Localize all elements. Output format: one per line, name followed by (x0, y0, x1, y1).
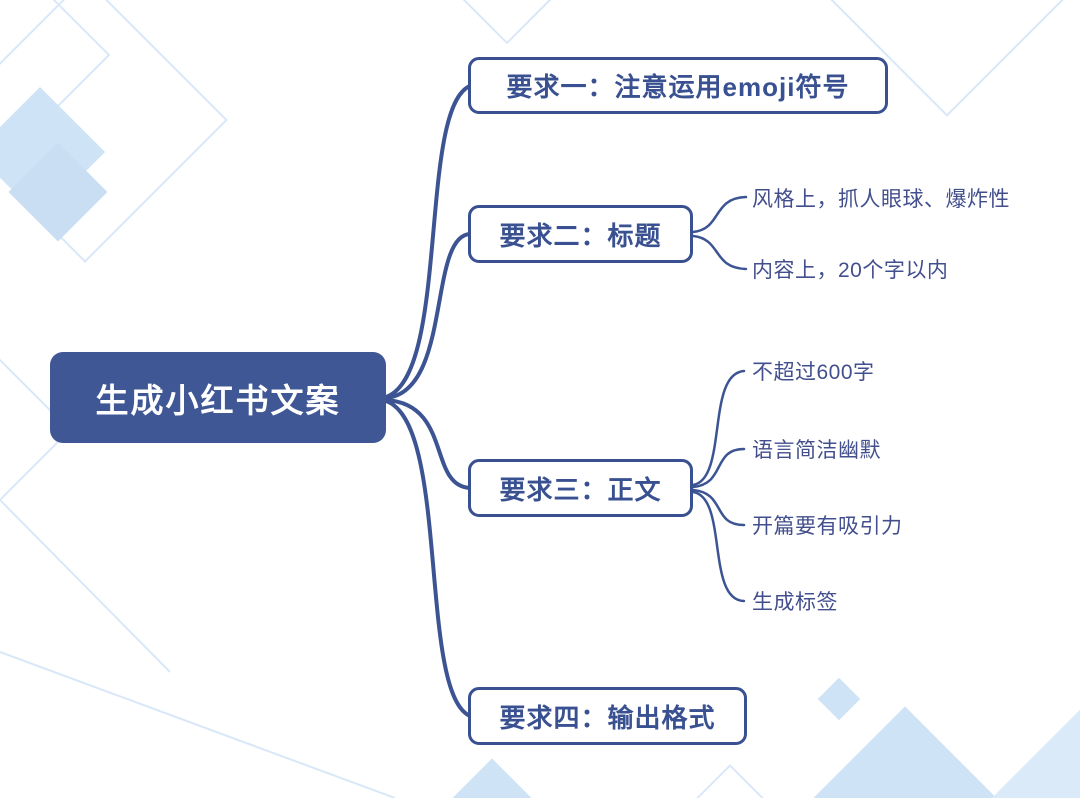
deco-diamond-outline (420, 0, 594, 45)
leaf-node-title-style[interactable]: 风格上，抓人眼球、爆炸性 (752, 188, 1010, 211)
deco-diamond-fill (8, 142, 108, 242)
leaf-node-body-tone[interactable]: 语言简洁幽默 (752, 439, 881, 462)
leaf-node-body-length[interactable]: 不超过600字 (752, 361, 875, 384)
deco-diamond-fill (766, 706, 1044, 798)
leaf-node-body-opening[interactable]: 开篇要有吸引力 (752, 515, 903, 538)
deco-diamond-outline (0, 0, 111, 156)
connector-branch3-leaf4 (691, 490, 746, 603)
deco-diamond-outline (818, 0, 1076, 117)
deco-line (0, 499, 171, 673)
connector-root-branch2 (384, 232, 472, 400)
deco-line (0, 651, 396, 798)
branch-node-requirement-4[interactable]: 要求四：输出格式 (468, 687, 747, 745)
connector-branch3-leaf3 (691, 488, 746, 527)
branch-node-requirement-2[interactable]: 要求二：标题 (468, 205, 693, 263)
connector-branch3-leaf2 (691, 447, 746, 489)
deco-diamond-fill (961, 707, 1080, 798)
connector-branch3-leaf1 (691, 369, 746, 487)
connector-branch2-leaf1 (691, 195, 748, 234)
deco-diamond-outline (0, 343, 72, 517)
connector-root-branch1 (384, 84, 472, 399)
branch-node-requirement-3[interactable]: 要求三：正文 (468, 459, 693, 517)
root-node[interactable]: 生成小红书文案 (50, 352, 386, 443)
leaf-node-body-tags[interactable]: 生成标签 (752, 591, 838, 614)
connector-branch2-leaf2 (691, 234, 748, 271)
leaf-node-title-length[interactable]: 内容上，20个字以内 (752, 259, 949, 282)
connector-root-branch4 (384, 399, 472, 718)
connector-root-branch3 (384, 398, 472, 490)
branch-node-requirement-1[interactable]: 要求一：注意运用emoji符号 (468, 57, 888, 114)
deco-diamond-outline (679, 764, 781, 798)
